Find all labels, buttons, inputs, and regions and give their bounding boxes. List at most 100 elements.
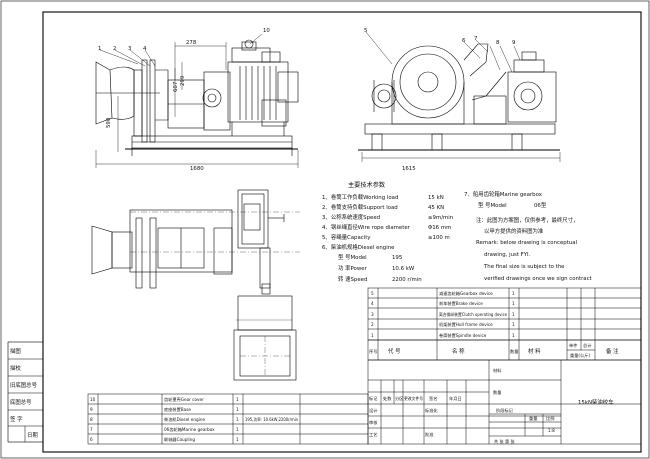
part-10-qty: 1	[236, 397, 239, 402]
note-cn-1: 注：此图为方案图，仅供参考，最终尺寸，	[476, 216, 578, 224]
tb-change-doc: 更改文件号	[404, 395, 423, 402]
note-en-1: Remark: below drawing is conceptual	[476, 240, 577, 246]
drawing-frame	[42, 11, 642, 453]
dim-299: 299	[180, 75, 186, 86]
dim-1615: 1615	[402, 166, 416, 172]
tb-stage: 阶段标记	[496, 407, 514, 414]
part-2-no: 2	[371, 322, 374, 327]
part-7-name: 06齿轮箱Marine gearbox	[164, 426, 215, 433]
tech-value-3: ≥9m/min	[428, 215, 453, 221]
tech-item-2: 2、卷筒支持负载Support load	[322, 203, 398, 211]
side-label-date: 日期	[27, 432, 38, 439]
part-2-qty: 1	[512, 322, 515, 327]
note-cn-2: 以甲方提供的资料图为准	[484, 227, 544, 235]
part-1-qty: 1	[512, 333, 515, 338]
part-8-qty: 1	[236, 417, 239, 422]
part-4-name: 刹车装置Brake device	[439, 300, 483, 307]
callout-3: 3	[128, 46, 131, 52]
dim-590: 590	[106, 117, 112, 128]
tb-sign: 签名	[429, 395, 437, 402]
callout-10: 10	[263, 28, 270, 34]
part-2-name: 机架装置Hull frame device	[439, 321, 493, 328]
header-material: 材 料	[528, 347, 541, 355]
part-8-no: 8	[90, 417, 93, 422]
part-10-no: 10	[90, 397, 96, 402]
side-label-column: 描图 描校 旧底图总号 底图总号 签 字 日期	[7, 341, 44, 443]
callout-5: 5	[364, 28, 367, 34]
engine-model-label: 型 号Model	[338, 253, 367, 261]
tb-ratio: 比例	[546, 415, 554, 422]
tb-scale: 1:8	[548, 428, 555, 433]
tb-sheet: 共 张 第 张	[494, 438, 516, 445]
callout-2: 2	[113, 46, 116, 52]
part-6-no: 6	[90, 437, 93, 442]
tb-material: 材料	[493, 367, 502, 374]
side-label-signature: 签 字	[10, 415, 23, 423]
tb-weight: 重量	[529, 415, 537, 422]
part-1-name: 卷筒装置Spindle device	[439, 332, 487, 339]
gearbox-model-value: 06型	[534, 201, 547, 209]
side-view	[358, 43, 560, 151]
part-5-qty: 1	[512, 291, 515, 296]
part-4-qty: 1	[512, 301, 515, 306]
tech-item-1: 1、卷筒工作负载Working load	[322, 193, 398, 201]
header-name: 名 称	[452, 347, 465, 355]
part-8-spec: 195,功率: 10.6kW,2200r/min	[245, 416, 298, 423]
callout-4: 4	[143, 46, 147, 52]
tech-value-5: ≥100 m	[428, 235, 450, 241]
part-8-name: 柴油机Diesel engine	[164, 416, 205, 423]
header-single: 单件	[569, 342, 577, 349]
part-6-qty: 1	[236, 437, 239, 442]
part-7-no: 7	[90, 427, 93, 432]
tb-drawing-title: 15kN柴油绞车	[578, 398, 614, 406]
tb-check: 审核	[369, 419, 378, 426]
header-seq: 序号	[369, 348, 377, 355]
gearbox-title: 7、船用齿轮箱Marine gearbox	[464, 190, 543, 198]
part-5-no: 5	[371, 291, 374, 296]
callout-1: 1	[98, 46, 101, 52]
parts-list-lower	[87, 393, 369, 445]
dim-607: 607	[173, 82, 179, 92]
callout-7: 7	[474, 36, 477, 42]
part-7-qty: 1	[236, 427, 239, 432]
part-6-name: 联轴器Coupling	[164, 436, 195, 443]
note-en-2: drawing, just FYI.	[484, 252, 531, 258]
header-total: 总计	[583, 342, 591, 349]
gearbox-and-notes: 7、船用齿轮箱Marine gearbox 型 号Model 06型 注：此图为…	[464, 190, 592, 282]
tech-item-5: 5、容绳量Capacity	[322, 233, 371, 241]
callout-9: 9	[512, 40, 516, 46]
tb-design: 设计	[369, 407, 377, 414]
front-view-dimensions	[95, 33, 299, 168]
header-weight: 重量(公斤)	[570, 352, 590, 359]
tech-value-4: Φ16 mm	[428, 225, 451, 231]
part-3-no: 3	[371, 312, 374, 317]
tech-item-3: 3、公称系统速度Speed	[322, 213, 380, 221]
tb-qty: 数量	[493, 389, 501, 396]
side-label-old-base: 旧底图总号	[10, 381, 38, 389]
header-code: 代 号	[388, 347, 401, 355]
tb-process: 工艺	[369, 432, 377, 437]
tb-mark: 标记	[369, 395, 378, 402]
side-label-base: 底图总号	[10, 398, 32, 406]
note-en-3: The final size is subject to the	[483, 264, 565, 270]
title-block-labels: 材料 数量 15kN柴油绞车 阶段标记 重量 比例 1:8 共 张 第 张 标记…	[369, 367, 614, 445]
part-3-name: 离合操纵装置Clutch operating device	[439, 311, 507, 318]
tech-value-2: 45 KN	[428, 205, 444, 211]
tech-item-4: 4、钢丝绳直径Wire rope diameter	[322, 223, 411, 231]
parts-header-labels: 序号 代 号 名 称 数量 材 料 单件 总计 重量(公斤) 备 注	[369, 342, 619, 359]
header-qty: 数量	[510, 348, 518, 355]
part-9-no: 9	[90, 407, 93, 412]
callout-8: 8	[496, 40, 500, 46]
parts-list-upper-rows: 5 减速齿轮箱Gearbox device 1 4 刹车装置Brake devi…	[371, 290, 515, 339]
engine-speed-label: 转 速Speed	[338, 275, 367, 283]
engine-power-value: 10.6 kW	[392, 266, 415, 272]
tb-date: 年月日	[449, 395, 462, 402]
header-remark: 备 注	[606, 347, 619, 355]
tech-value-1: 15 kN	[428, 195, 444, 201]
dim-278: 278	[186, 40, 197, 46]
side-view-dimensions	[361, 31, 561, 162]
part-9-qty: 1	[236, 407, 239, 412]
tb-zone: 分区	[395, 395, 403, 402]
part-5-name: 减速齿轮箱Gearbox device	[439, 290, 493, 297]
